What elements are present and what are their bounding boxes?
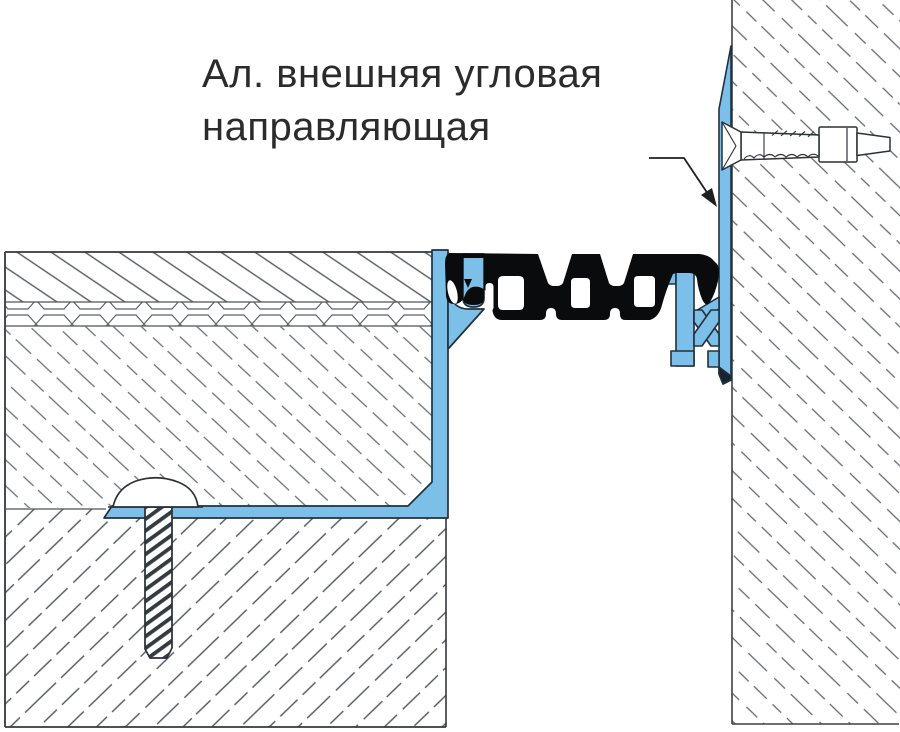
gasket-profile — [445, 253, 719, 320]
screed-layer — [5, 326, 433, 508]
anchor-sleeve — [818, 126, 858, 163]
diagram-label-line2: направляющая — [202, 105, 491, 149]
mortar-mesh-layer — [5, 302, 433, 326]
floor-slab-section — [4, 251, 447, 728]
wall-section — [731, 0, 900, 725]
anchor-tip — [856, 132, 891, 157]
diagram-label: Ал. внешняя угловая направляющая — [202, 52, 602, 149]
gasket-clip-tooth — [464, 279, 472, 288]
wall-profile-strip-tip — [718, 366, 732, 385]
flange-screw — [108, 476, 203, 659]
gasket-bulb-highlight — [447, 280, 458, 304]
label-leader — [649, 157, 717, 207]
bracket-foot-right — [707, 350, 720, 368]
leader-arrowhead-icon — [701, 188, 717, 207]
anchor-head-line-1 — [721, 121, 737, 147]
bracket-foot-left — [670, 350, 695, 367]
wall-hatch — [732, 0, 900, 724]
profile-diagonal-brace — [447, 295, 485, 349]
wall-guide-profile — [664, 45, 732, 385]
anchor-countersunk-head — [721, 121, 742, 171]
anchor-grip-texture — [743, 153, 819, 160]
bracket-brace-2 — [693, 309, 720, 347]
diagram-label-line1: Ал. внешняя угловая — [202, 52, 602, 96]
rubber-gasket-insert — [445, 253, 719, 320]
flange-screw-threads — [145, 507, 172, 658]
flange-screw-dome-head — [111, 476, 199, 508]
concrete-slab — [5, 509, 446, 727]
wall-profile-strip — [718, 45, 732, 385]
wall-anchor-screw — [721, 121, 891, 171]
anchor-head-line-2 — [721, 145, 737, 171]
leader-line — [649, 157, 713, 201]
screed-tile-layer — [5, 252, 433, 302]
anchor-thread-ticks — [771, 130, 815, 138]
gasket-clip-slot — [485, 283, 494, 311]
